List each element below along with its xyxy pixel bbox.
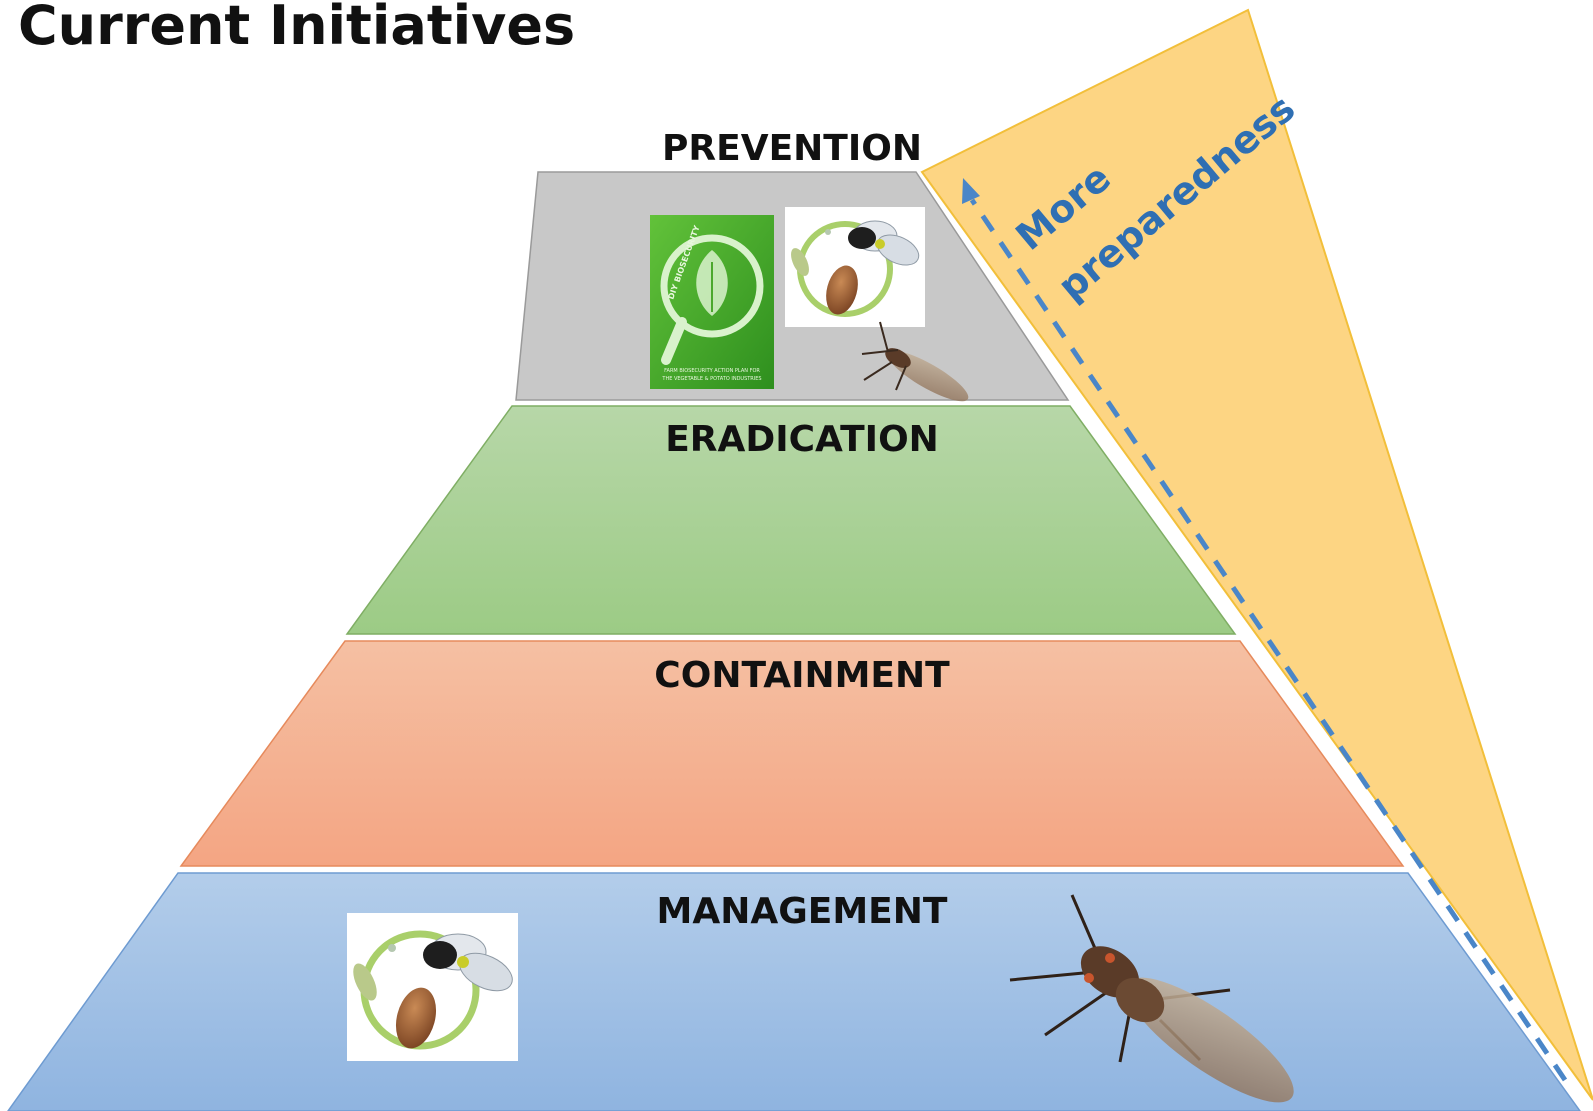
tier-label-prevention: PREVENTION (662, 128, 922, 169)
tier-label-management: MANAGEMENT (657, 891, 948, 932)
tier-containment (179, 640, 1405, 867)
psyllid-insect-small (861, 321, 969, 402)
fly-lifecycle-image-large (347, 913, 518, 1061)
preparedness-arrowhead-icon (962, 178, 980, 204)
biosecurity-book-image: DIY BIOSECURITY FARM BIOSECURITY ACTION … (650, 215, 774, 389)
psyllid-insect-large (1009, 894, 1294, 1103)
preparedness-wedge (920, 8, 1593, 1101)
tier-label-eradication: ERADICATION (665, 419, 939, 460)
book-cover-subtitle-2: THE VEGETABLE & POTATO INDUSTRIES (661, 376, 761, 382)
tier-eradication (345, 405, 1237, 635)
page-title: Current Initiatives (18, 0, 576, 57)
preparedness-arrow-line (969, 198, 1568, 1082)
book-cover-subtitle-1: FARM BIOSECURITY ACTION PLAN FOR (664, 368, 760, 374)
fly-lifecycle-image-small (785, 207, 925, 327)
tier-label-containment: CONTAINMENT (654, 655, 950, 696)
